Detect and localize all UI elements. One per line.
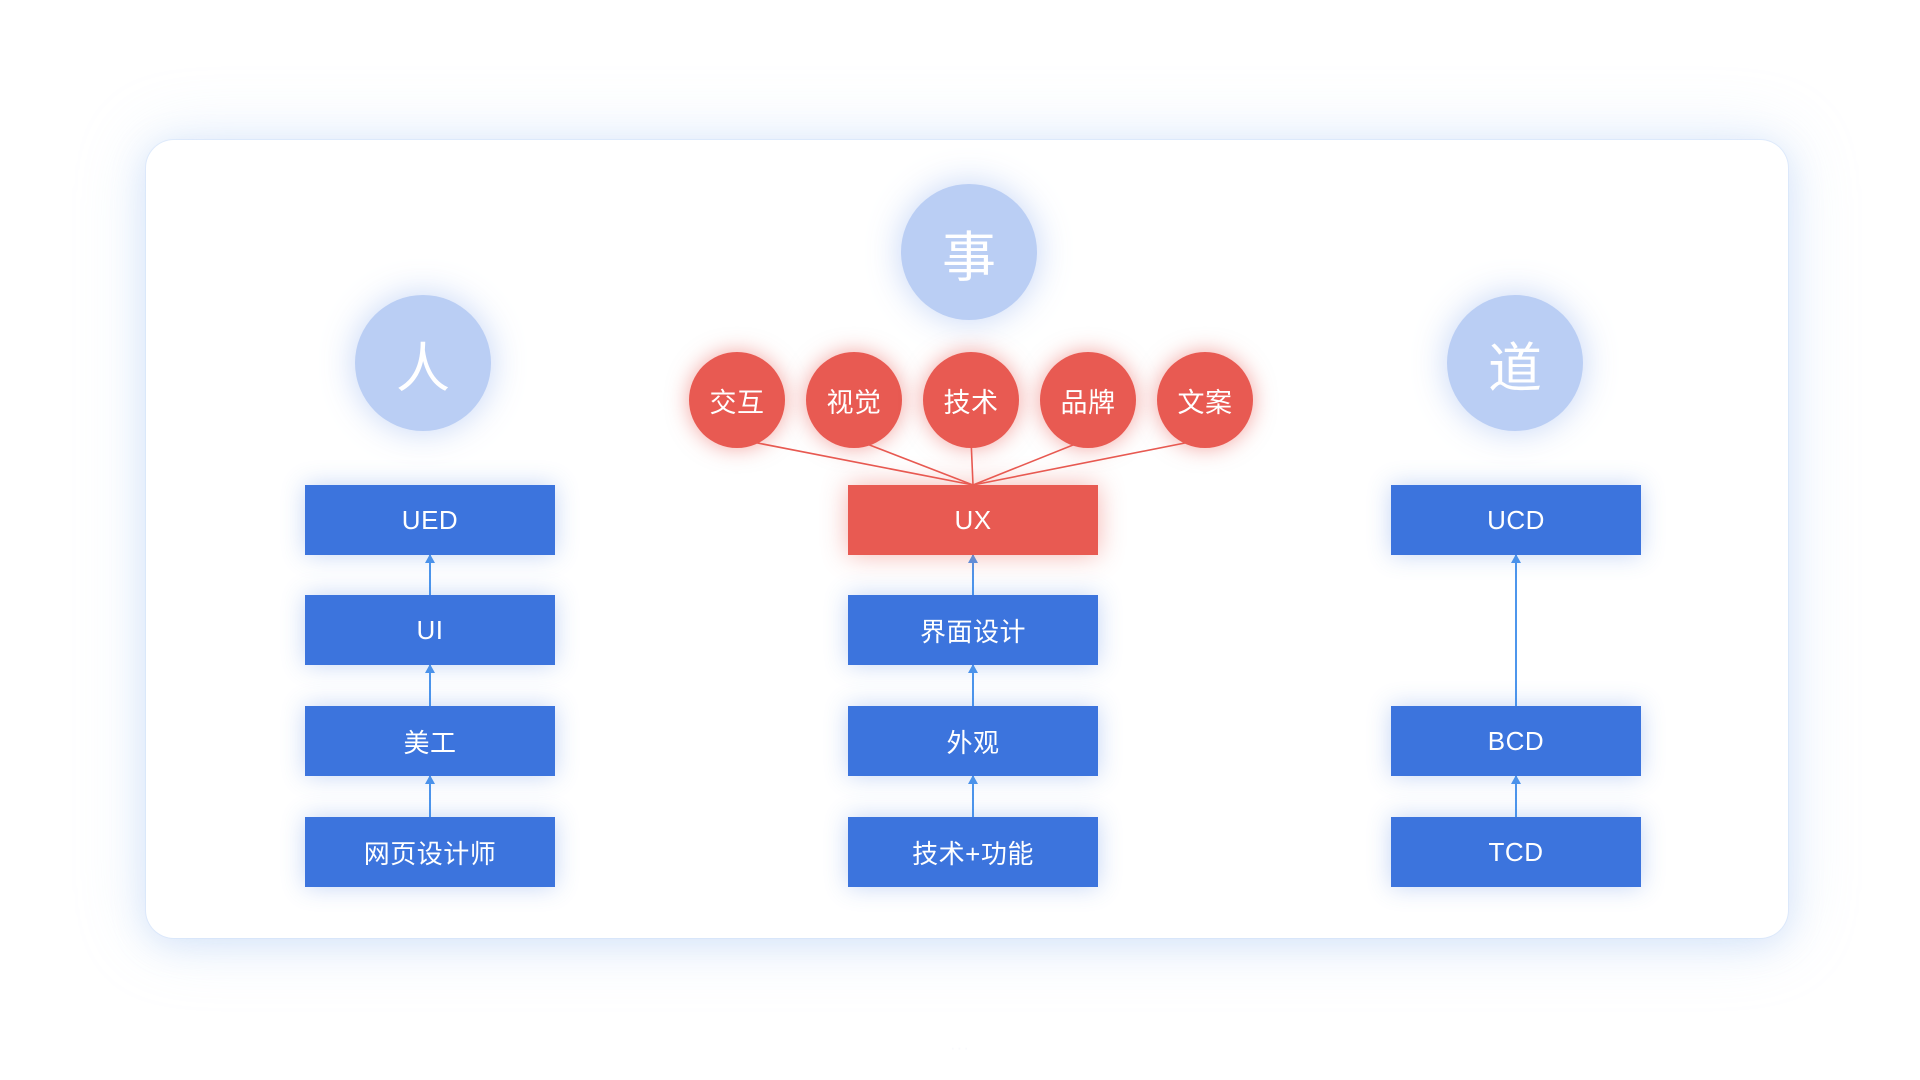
skill-circle-jiaohu[interactable]: 交互: [689, 352, 785, 448]
skill-circle-shijue-label: 视觉: [826, 387, 882, 418]
node-ucd-label: UCD: [1487, 504, 1545, 535]
skill-circle-pinpai-label: 品牌: [1060, 387, 1116, 418]
node-appearance-label: 外观: [946, 727, 1000, 758]
arrow-up-meigong-to-ui: [425, 664, 435, 706]
node-tcd[interactable]: TCD: [1391, 817, 1641, 887]
node-interface-design-label: 界面设计: [919, 616, 1026, 647]
node-bcd-label: BCD: [1487, 725, 1545, 756]
node-meigong-label: 美工: [403, 727, 457, 758]
skill-circle-pinpai[interactable]: 品牌: [1040, 352, 1136, 448]
node-meigong[interactable]: 美工: [305, 706, 555, 776]
arrow-up-waiguan-to-uidesign: [968, 664, 978, 706]
skill-circle-jishu-label: 技术: [943, 387, 999, 418]
node-ux-label: UX: [954, 504, 992, 535]
concept-circle-dao[interactable]: 道: [1447, 295, 1583, 431]
node-ux[interactable]: UX: [848, 485, 1098, 555]
connector-line-jiaohu: [736, 438, 974, 486]
skill-circle-wenan[interactable]: 文案: [1157, 352, 1253, 448]
concept-circle-shi[interactable]: 事: [901, 184, 1037, 320]
node-tech-plus-function[interactable]: 技术+功能: [848, 817, 1098, 887]
arrow-up-uidesign-to-ux: [968, 554, 978, 595]
connector-line-pinpai: [972, 438, 1089, 486]
arrow-up-webdesigner-to-meigong: [425, 775, 435, 817]
node-tech-plus-function-label: 技术+功能: [912, 838, 1034, 869]
connector-line-shijue: [853, 438, 974, 486]
node-web-designer-label: 网页设计师: [363, 838, 497, 869]
arrow-up-tcd-to-bcd: [1511, 775, 1521, 817]
concept-circle-ren-label: 人: [396, 338, 450, 399]
node-interface-design[interactable]: 界面设计: [848, 595, 1098, 665]
concept-circle-dao-label: 道: [1488, 338, 1542, 399]
arrow-up-techfunc-to-waiguan: [968, 775, 978, 817]
node-bcd[interactable]: BCD: [1391, 706, 1641, 776]
skill-circle-jiaohu-label: 交互: [709, 387, 765, 418]
arrow-up-bcd-to-ucd: [1511, 554, 1521, 706]
skill-circle-shijue[interactable]: 视觉: [806, 352, 902, 448]
watermark: ···: [950, 1038, 970, 1057]
node-tcd-label: TCD: [1488, 836, 1544, 867]
node-ued-label: UED: [401, 504, 459, 535]
node-web-designer[interactable]: 网页设计师: [305, 817, 555, 887]
skill-circle-jishu[interactable]: 技术: [923, 352, 1019, 448]
node-appearance[interactable]: 外观: [848, 706, 1098, 776]
node-ui-label: UI: [416, 614, 444, 645]
arrow-up-ui-to-ued: [425, 554, 435, 595]
node-ued[interactable]: UED: [305, 485, 555, 555]
concept-circle-shi-label: 事: [942, 227, 996, 288]
node-ui[interactable]: UI: [305, 595, 555, 665]
concept-circle-ren[interactable]: 人: [355, 295, 491, 431]
node-ucd[interactable]: UCD: [1391, 485, 1641, 555]
skill-circle-wenan-label: 文案: [1177, 387, 1233, 418]
connector-line-wenan: [972, 438, 1206, 486]
